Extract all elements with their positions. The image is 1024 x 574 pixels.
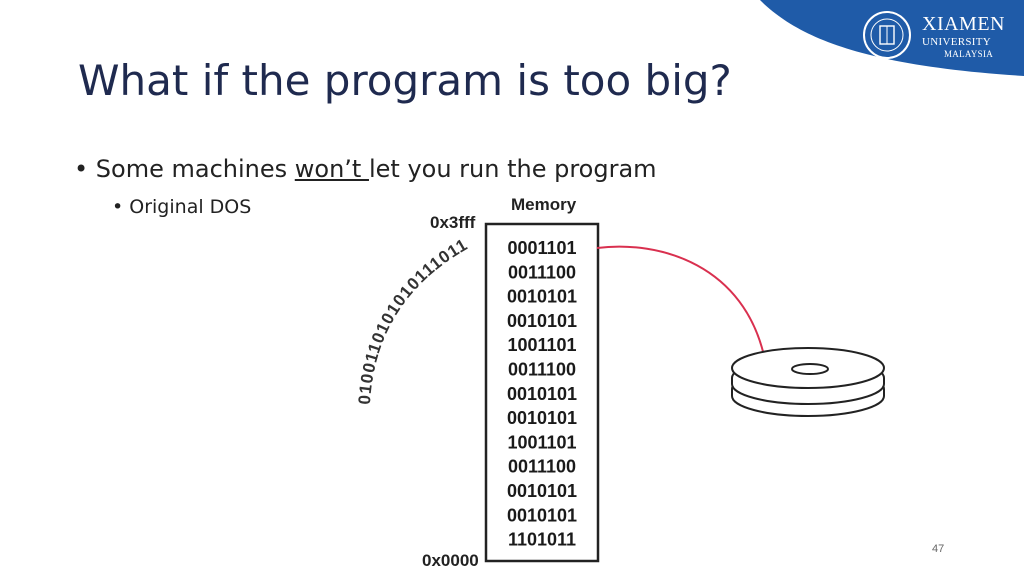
memory-row: 0010101 bbox=[507, 481, 577, 501]
link-line bbox=[596, 245, 766, 361]
bullet-text-start: Some machines bbox=[95, 155, 295, 183]
logo-line-university: UNIVERSITY bbox=[922, 36, 991, 48]
bullet-text-underlined: won’t bbox=[294, 155, 369, 183]
bullet-text: Original DOS bbox=[129, 196, 252, 218]
logo-line-xiamen: XIAMEN bbox=[922, 13, 1005, 35]
top-address-label: 0x3fff bbox=[430, 213, 476, 232]
memory-rows: 0001101 0011100 0010101 0010101 1001101 00111… bbox=[507, 238, 577, 550]
memory-row: 1001101 bbox=[507, 335, 576, 355]
header-band bbox=[760, 0, 1024, 76]
brand-swoosh bbox=[760, 0, 1024, 76]
memory-row: 0010101 bbox=[507, 505, 577, 525]
program-bits: 0100110101010111011 bbox=[355, 235, 471, 405]
memory-row: 0010101 bbox=[507, 311, 577, 331]
memory-row: 0011100 bbox=[508, 457, 576, 477]
page-number: 47 bbox=[932, 543, 945, 555]
memory-row: 1001101 bbox=[507, 432, 576, 452]
memory-row: 0011100 bbox=[508, 262, 576, 282]
memory-row: 0010101 bbox=[507, 408, 577, 428]
bullet-level-2: • Original DOS bbox=[112, 196, 251, 218]
program-bits-path: 0100110101010111011 bbox=[355, 235, 470, 405]
memory-label: Memory bbox=[511, 195, 577, 214]
bullet-dot: • bbox=[74, 155, 89, 183]
logo-line-malaysia: MALAYSIA bbox=[944, 49, 994, 59]
memory-row: 0010101 bbox=[507, 384, 577, 404]
university-seal-icon bbox=[863, 11, 911, 59]
memory-row: 0011100 bbox=[508, 360, 576, 380]
university-logo-text: XIAMEN UNIVERSITY MALAYSIA bbox=[922, 14, 1005, 59]
bullet-dot: • bbox=[112, 196, 124, 218]
slide-title: What if the program is too big? bbox=[78, 56, 732, 105]
memory-row: 0010101 bbox=[507, 287, 577, 307]
disk-stack-icon bbox=[731, 347, 885, 417]
bullet-level-1: • Some machines won’t let you run the pr… bbox=[74, 155, 657, 183]
memory-row: 0001101 bbox=[507, 238, 576, 258]
bottom-address-label: 0x0000 bbox=[422, 551, 479, 570]
memory-row: 1101011 bbox=[508, 530, 576, 550]
memory-box bbox=[484, 222, 600, 563]
bullet-text-end: let you run the program bbox=[368, 155, 657, 183]
